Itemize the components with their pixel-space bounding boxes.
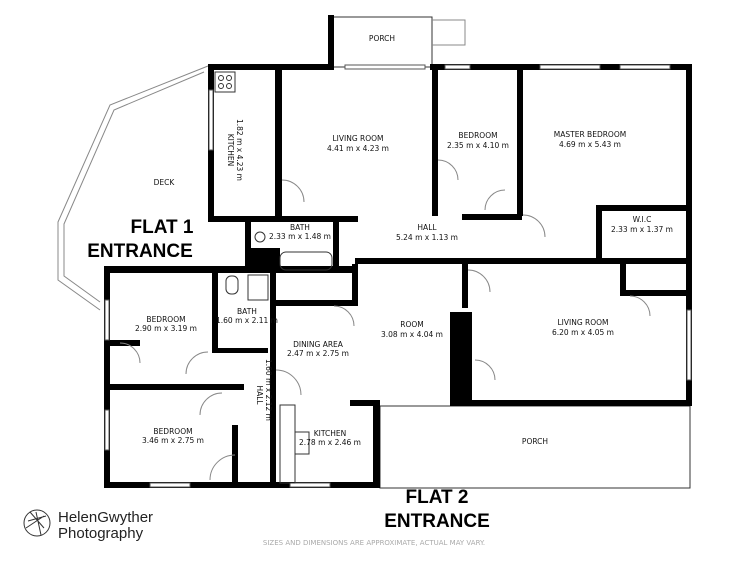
fixtures bbox=[214, 71, 333, 484]
master-label: MASTER BEDROOM bbox=[554, 130, 626, 139]
room-size: 3.08 m x 4.04 m bbox=[381, 330, 443, 339]
shower-icon bbox=[247, 274, 269, 301]
bathtub-icon bbox=[279, 251, 333, 271]
porch-bottom-outline bbox=[379, 405, 691, 489]
stove-icon bbox=[214, 71, 236, 93]
stove-icon-2 bbox=[294, 431, 310, 455]
toilet-icon bbox=[225, 275, 239, 295]
flat2-entrance-line2: ENTRANCE bbox=[384, 511, 490, 532]
bedroom-3-size: 3.46 m x 2.75 m bbox=[142, 436, 204, 445]
porch-top-label: PORCH bbox=[369, 34, 395, 43]
room-labels: PORCH 1.82 m x 4.23 m KITCHEN LIVING ROO… bbox=[135, 34, 673, 447]
room-label: ROOM bbox=[400, 320, 424, 329]
bath-1-size: 2.33 m x 1.48 m bbox=[269, 232, 331, 241]
dining-size: 2.47 m x 2.75 m bbox=[287, 349, 349, 358]
master-size: 4.69 m x 5.43 m bbox=[559, 140, 621, 149]
bath-2-size: 1.60 m x 2.11 m bbox=[216, 316, 278, 325]
bath-2-label: BATH bbox=[237, 307, 257, 316]
kitchen-2-size: 2.78 m x 2.46 m bbox=[299, 438, 361, 447]
living-2-size: 6.20 m x 4.05 m bbox=[552, 328, 614, 337]
aperture-logo-icon bbox=[23, 509, 51, 537]
entrance-labels: FLAT 1 ENTRANCE FLAT 2 ENTRANCE bbox=[87, 217, 490, 532]
bath-1-label: BATH bbox=[290, 223, 310, 232]
porch-steps bbox=[432, 19, 466, 46]
bedroom-3-label: BEDROOM bbox=[153, 427, 192, 436]
doors bbox=[119, 159, 651, 481]
sink-icon bbox=[254, 231, 266, 243]
deck-outline-inner bbox=[63, 71, 205, 303]
walls bbox=[104, 15, 692, 488]
brand-line2: Photography bbox=[58, 525, 144, 542]
disclaimer: SIZES AND DIMENSIONS ARE APPROXIMATE, AC… bbox=[263, 539, 485, 547]
flat1-entrance-line1: FLAT 1 bbox=[131, 217, 194, 238]
deck-outline bbox=[57, 65, 209, 311]
windows bbox=[104, 64, 692, 488]
hall-1-size: 5.24 m x 1.13 m bbox=[396, 233, 458, 242]
hall-2-size: 1.60 m x 2.12 m bbox=[264, 359, 273, 421]
flat2-entrance-line1: FLAT 2 bbox=[406, 487, 469, 508]
dining-label: DINING AREA bbox=[293, 340, 344, 349]
living-1-label: LIVING ROOM bbox=[332, 134, 383, 143]
wic-size: 2.33 m x 1.37 m bbox=[611, 225, 673, 234]
deck-label: DECK bbox=[154, 178, 176, 187]
kitchen-2-label: KITCHEN bbox=[314, 429, 347, 438]
bedroom-1-size: 2.35 m x 4.10 m bbox=[447, 141, 509, 150]
living-2-label: LIVING ROOM bbox=[557, 318, 608, 327]
living-1-size: 4.41 m x 4.23 m bbox=[327, 144, 389, 153]
flat1-entrance-line2: ENTRANCE bbox=[87, 241, 193, 262]
bedroom-2-label: BEDROOM bbox=[146, 315, 185, 324]
brand-line1: HelenGwyther bbox=[58, 509, 153, 526]
kitchen-counter bbox=[279, 404, 296, 484]
bedroom-1-label: BEDROOM bbox=[458, 131, 497, 140]
hall-2-label: HALL bbox=[255, 385, 264, 405]
bedroom-2-size: 2.90 m x 3.19 m bbox=[135, 324, 197, 333]
kitchen-1-label: KITCHEN bbox=[226, 134, 235, 167]
hall-1-label: HALL bbox=[417, 223, 437, 232]
kitchen-1-size: 1.82 m x 4.23 m bbox=[235, 119, 244, 181]
porch-bottom-label: PORCH bbox=[522, 437, 548, 446]
wic-label: W.I.C bbox=[633, 215, 652, 224]
